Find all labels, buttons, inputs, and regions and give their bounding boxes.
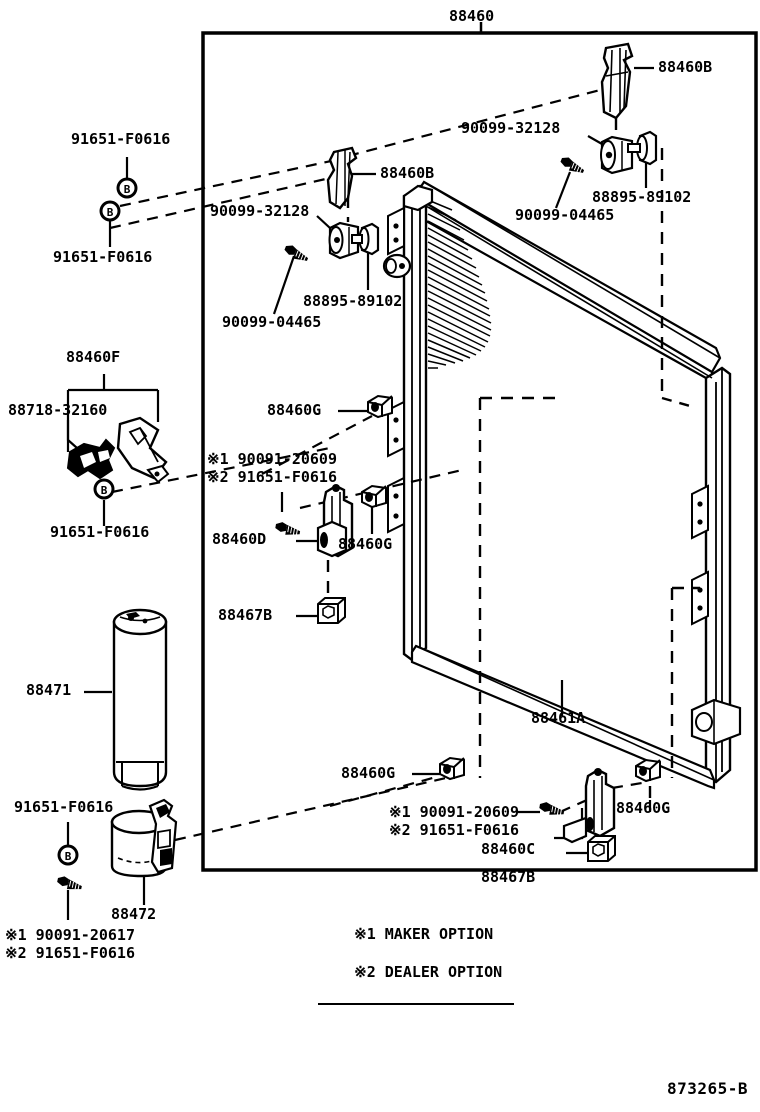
- label-screw-note-bot-2: ※2 91651-F0616: [389, 821, 519, 839]
- label-receiver-drier-88471: 88471: [26, 681, 72, 699]
- condenser-inlet-port: [382, 253, 412, 279]
- option-legend: ※1 MAKER OPTION ※2 DEALER OPTION: [318, 906, 514, 1043]
- clamp-88718-32160: [66, 438, 116, 480]
- label-cushion-90099-32128-right: 90099-32128: [461, 119, 561, 137]
- label-pad-88467b-mid: 88467B: [218, 606, 273, 624]
- grommet-88895-89102-left: [351, 222, 380, 256]
- assembly-guide-vertical: [326, 118, 700, 846]
- svg-text:B: B: [124, 183, 131, 196]
- legend-text-1: MAKER OPTION: [384, 925, 494, 943]
- condenser-outlet-port: [690, 698, 742, 746]
- label-grommet-88895-89102-right: 88895-89102: [592, 188, 692, 206]
- bracket-88460g-low-right: [635, 759, 661, 782]
- bracket-88460g-mid-lower: [361, 485, 387, 508]
- receiver-drier-88471: [112, 608, 168, 791]
- screw-mid: [273, 520, 302, 538]
- label-main-assembly: 88460: [449, 7, 495, 25]
- clip-marker-b-lower-left: B: [57, 844, 79, 866]
- label-bracket-88460b-upper-right: 88460B: [658, 58, 713, 76]
- bolt-90099-04465-left: [282, 242, 311, 265]
- legend-underline: [318, 1003, 514, 1005]
- label-bolt-90099-04465-right: 90099-04465: [515, 206, 615, 224]
- grommet-88895-89102-right: [627, 130, 658, 166]
- label-tube-88461a: 88461A: [531, 709, 586, 727]
- label-clamp-88718-32160: 88718-32160: [8, 401, 108, 419]
- pad-88467b-bottom: [587, 835, 616, 862]
- label-clip-91651-f0616-top-2: 91651-F0616: [53, 248, 153, 266]
- label-bracket-88460g-low-left: 88460G: [341, 764, 396, 782]
- bracket-88460c: [562, 768, 616, 844]
- bolt-low-left: [55, 874, 84, 893]
- legend-mark-1: ※1: [354, 925, 376, 943]
- label-bracket-88460d: 88460D: [212, 530, 267, 548]
- legend-mark-2: ※2: [354, 963, 376, 981]
- label-screw-note-mid-2: ※2 91651-F0616: [207, 468, 337, 486]
- clamp-88472: [110, 798, 178, 878]
- label-screw-note-low-2: ※2 91651-F0616: [5, 944, 135, 962]
- label-bolt-90099-04465-left: 90099-04465: [222, 313, 322, 331]
- label-bracket-group-88460f: 88460F: [66, 348, 121, 366]
- legend-text-2: DEALER OPTION: [384, 963, 503, 981]
- label-clip-91651-f0616-top-1: 91651-F0616: [71, 130, 171, 148]
- bracket-88460f: [116, 416, 170, 484]
- cushion-90099-32128-right: [600, 135, 634, 175]
- assembly-guide-lines: [109, 88, 649, 842]
- label-pad-88467b-bottom: 88467B: [481, 868, 536, 886]
- label-bracket-88460c: 88460C: [481, 840, 536, 858]
- svg-text:B: B: [65, 850, 72, 863]
- label-bracket-88460g-low-right: 88460G: [616, 799, 671, 817]
- label-screw-note-low-1: ※1 90091-20617: [5, 926, 135, 944]
- label-clip-91651-f0616-lower-left: 91651-F0616: [14, 798, 114, 816]
- label-grommet-88895-89102-left: 88895-89102: [303, 292, 403, 310]
- condenser-mount-tab-lower-left: [387, 476, 405, 534]
- label-cushion-90099-32128-left: 90099-32128: [210, 202, 310, 220]
- clip-marker-b-top-1: B: [116, 177, 138, 199]
- bolt-90099-04465-right: [558, 154, 587, 177]
- condenser-mount-tab-upper-left: [387, 206, 405, 256]
- cushion-90099-32128-left: [328, 221, 360, 260]
- assembly-boundary-box: [201, 31, 758, 872]
- bracket-88460g-low-left: [439, 757, 465, 780]
- label-bracket-88460g-mid-lower: 88460G: [338, 535, 393, 553]
- bracket-88460d: [316, 484, 354, 558]
- clip-marker-b-top-2: B: [99, 200, 121, 222]
- drawing-number: 873265-B: [666, 1079, 748, 1098]
- label-clamp-88472: 88472: [111, 905, 157, 923]
- label-screw-note-mid-1: ※1 90091-20609: [207, 450, 337, 468]
- label-clip-91651-f0616-left-mid: 91651-F0616: [50, 523, 150, 541]
- clip-marker-b-left-mid: B: [93, 478, 115, 500]
- label-screw-note-bot-1: ※1 90091-20609: [389, 803, 519, 821]
- legend-line-2: ※2 DEALER OPTION: [354, 963, 502, 981]
- svg-text:B: B: [101, 484, 108, 497]
- condenser-mount-tab-lower-right: [691, 570, 709, 626]
- bracket-88460b-upper-right: [600, 42, 634, 120]
- legend-line-1: ※1 MAKER OPTION: [354, 925, 493, 943]
- condenser-mount-tab-mid-left: [387, 400, 405, 458]
- label-bracket-88460g-mid-upper: 88460G: [267, 401, 322, 419]
- bracket-88460b-upper-left: [326, 146, 358, 210]
- bracket-88460g-mid-upper: [367, 395, 393, 418]
- screw-bottom: [537, 800, 566, 818]
- svg-text:B: B: [107, 206, 114, 219]
- condenser-mount-tab-upper-right: [691, 484, 709, 540]
- label-bracket-88460b-upper-left: 88460B: [380, 164, 435, 182]
- pad-88467b-mid: [317, 597, 346, 624]
